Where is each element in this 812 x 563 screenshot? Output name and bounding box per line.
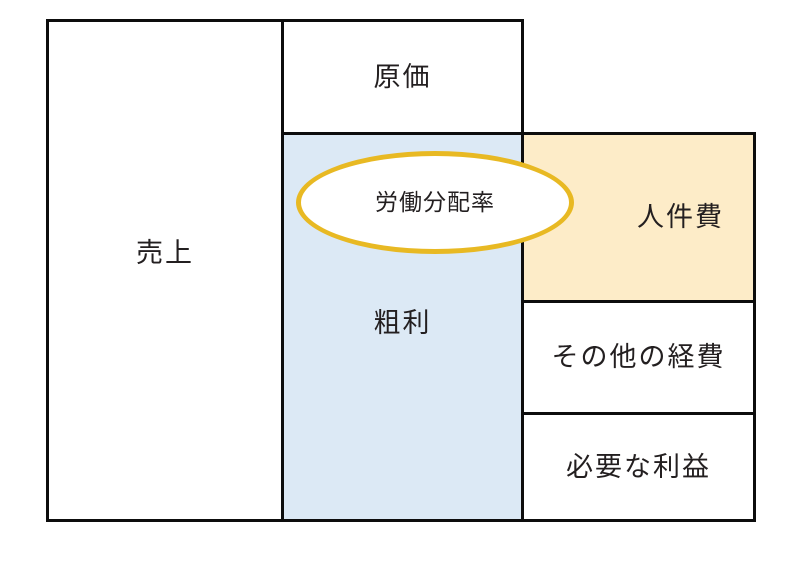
block-other-expenses: その他の経費 bbox=[521, 300, 756, 415]
block-gross-profit-label: 粗利 bbox=[373, 308, 432, 338]
block-required-profit-label: 必要な利益 bbox=[566, 451, 711, 482]
block-labor-cost-label: 人件費 bbox=[637, 202, 724, 232]
block-cost-of-sales-label: 原価 bbox=[373, 61, 432, 92]
block-sales: 売上 bbox=[46, 19, 284, 522]
block-cost-of-sales: 原価 bbox=[281, 19, 524, 135]
labor-share-ratio-callout: 労働分配率 bbox=[296, 151, 574, 254]
block-required-profit: 必要な利益 bbox=[521, 412, 756, 522]
labor-share-ratio-label: 労働分配率 bbox=[375, 189, 495, 215]
block-other-expenses-label: その他の経費 bbox=[551, 342, 726, 372]
block-sales-label: 売上 bbox=[136, 238, 194, 268]
